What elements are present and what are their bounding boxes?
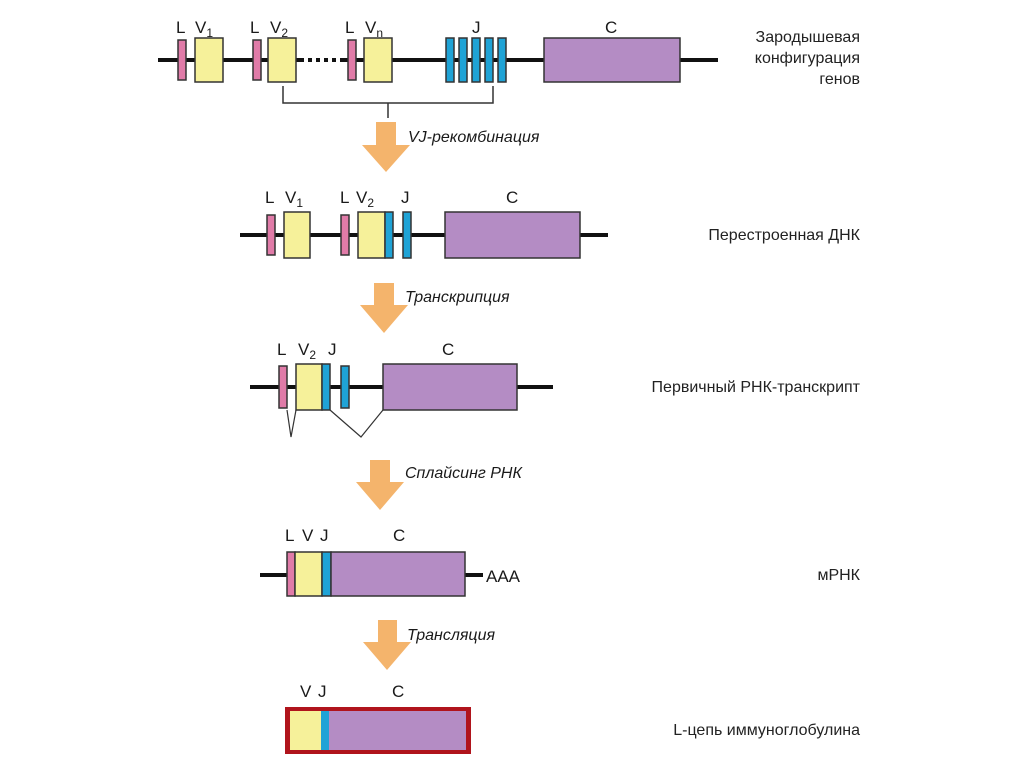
stage-label-germline-3: генов [819, 71, 860, 88]
j-segment [340, 365, 350, 409]
stage-label-germline-2: конфигурация [755, 50, 860, 67]
leader-segment [252, 39, 262, 81]
v-segment [283, 211, 311, 259]
label-V1: V1 [285, 188, 303, 210]
label-C: C [506, 188, 518, 207]
label-J: J [328, 340, 337, 359]
down-arrow-icon [363, 620, 411, 670]
j-segments [445, 37, 507, 83]
step-transcription: Транскрипция [360, 283, 510, 333]
c-segment [330, 551, 466, 597]
label-L: L [345, 18, 354, 37]
j-segment [321, 551, 332, 597]
label-V: V [300, 682, 312, 701]
step-label: VJ-рекомбинация [408, 129, 540, 146]
label-L: L [277, 340, 286, 359]
label-J: J [320, 526, 329, 545]
mrna-row: L V J C AAA мРНК [260, 526, 861, 597]
v-segment [295, 363, 323, 411]
label-J: J [318, 682, 327, 701]
splice-intron-marker [329, 409, 384, 438]
label-J: J [401, 188, 410, 207]
label-L: L [265, 188, 274, 207]
rearranged-row: L V1 L V2 J C Перестроенная ДНК [240, 188, 861, 259]
v-segment [194, 37, 224, 83]
j-segment [321, 363, 331, 411]
leader-segment [347, 39, 357, 81]
label-C: C [392, 682, 404, 701]
c-segment [382, 363, 518, 411]
step-translation: Трансляция [363, 620, 495, 670]
c-region [329, 711, 466, 750]
label-V2: V2 [270, 18, 288, 40]
step-splicing: Сплайсинг РНК [356, 460, 523, 510]
leader-segment [278, 365, 288, 409]
label-L: L [285, 526, 294, 545]
label-L: L [250, 18, 259, 37]
c-segment [543, 37, 681, 83]
down-arrow-icon [356, 460, 404, 510]
step-label: Транскрипция [405, 289, 510, 306]
down-arrow-icon [360, 283, 408, 333]
protein-row: V J C L-цепь иммуноглобулина [285, 682, 860, 754]
label-V: V [302, 526, 314, 545]
label-V2: V2 [298, 340, 316, 362]
leader-segment [286, 551, 296, 597]
primary-transcript-row: L V2 J C Первичный РНК-транскрипт [250, 340, 861, 438]
label-V1: V1 [195, 18, 213, 40]
label-L: L [340, 188, 349, 207]
stage-label-protein: L-цепь иммуноглобулина [673, 722, 860, 739]
j-region [321, 711, 329, 750]
label-L: L [176, 18, 185, 37]
down-arrow-icon [362, 122, 410, 172]
label-C: C [605, 18, 617, 37]
c-segment [444, 211, 581, 259]
stage-label-primary: Первичный РНК-транскрипт [652, 379, 861, 396]
label-C: C [442, 340, 454, 359]
step-recombination: VJ-рекомбинация [362, 122, 540, 172]
j-segment [384, 211, 394, 259]
stage-label-germline-1: Зародышевая [756, 29, 860, 46]
leader-segment [177, 39, 187, 81]
splice-intron-marker [286, 409, 297, 438]
v-segment [267, 37, 297, 83]
v-segment [357, 211, 386, 259]
v-region [290, 711, 321, 750]
label-C: C [393, 526, 405, 545]
poly-a-tail: AAA [486, 567, 521, 586]
recombination-bracket [282, 86, 494, 104]
label-Vn: Vn [365, 18, 383, 40]
germline-row: L V1 L V2 L Vn J C Зародышевая конфигура… [158, 18, 860, 118]
v-segment [294, 551, 323, 597]
label-J: J [472, 18, 481, 37]
stage-label-rearranged: Перестроенная ДНК [708, 227, 860, 244]
step-label: Сплайсинг РНК [405, 465, 523, 482]
step-label: Трансляция [407, 627, 495, 644]
leader-segment [266, 214, 276, 256]
leader-segment [340, 214, 350, 256]
stage-label-mrna: мРНК [817, 567, 860, 584]
label-V2: V2 [356, 188, 374, 210]
v-segment [363, 37, 393, 83]
j-segment [402, 211, 412, 259]
